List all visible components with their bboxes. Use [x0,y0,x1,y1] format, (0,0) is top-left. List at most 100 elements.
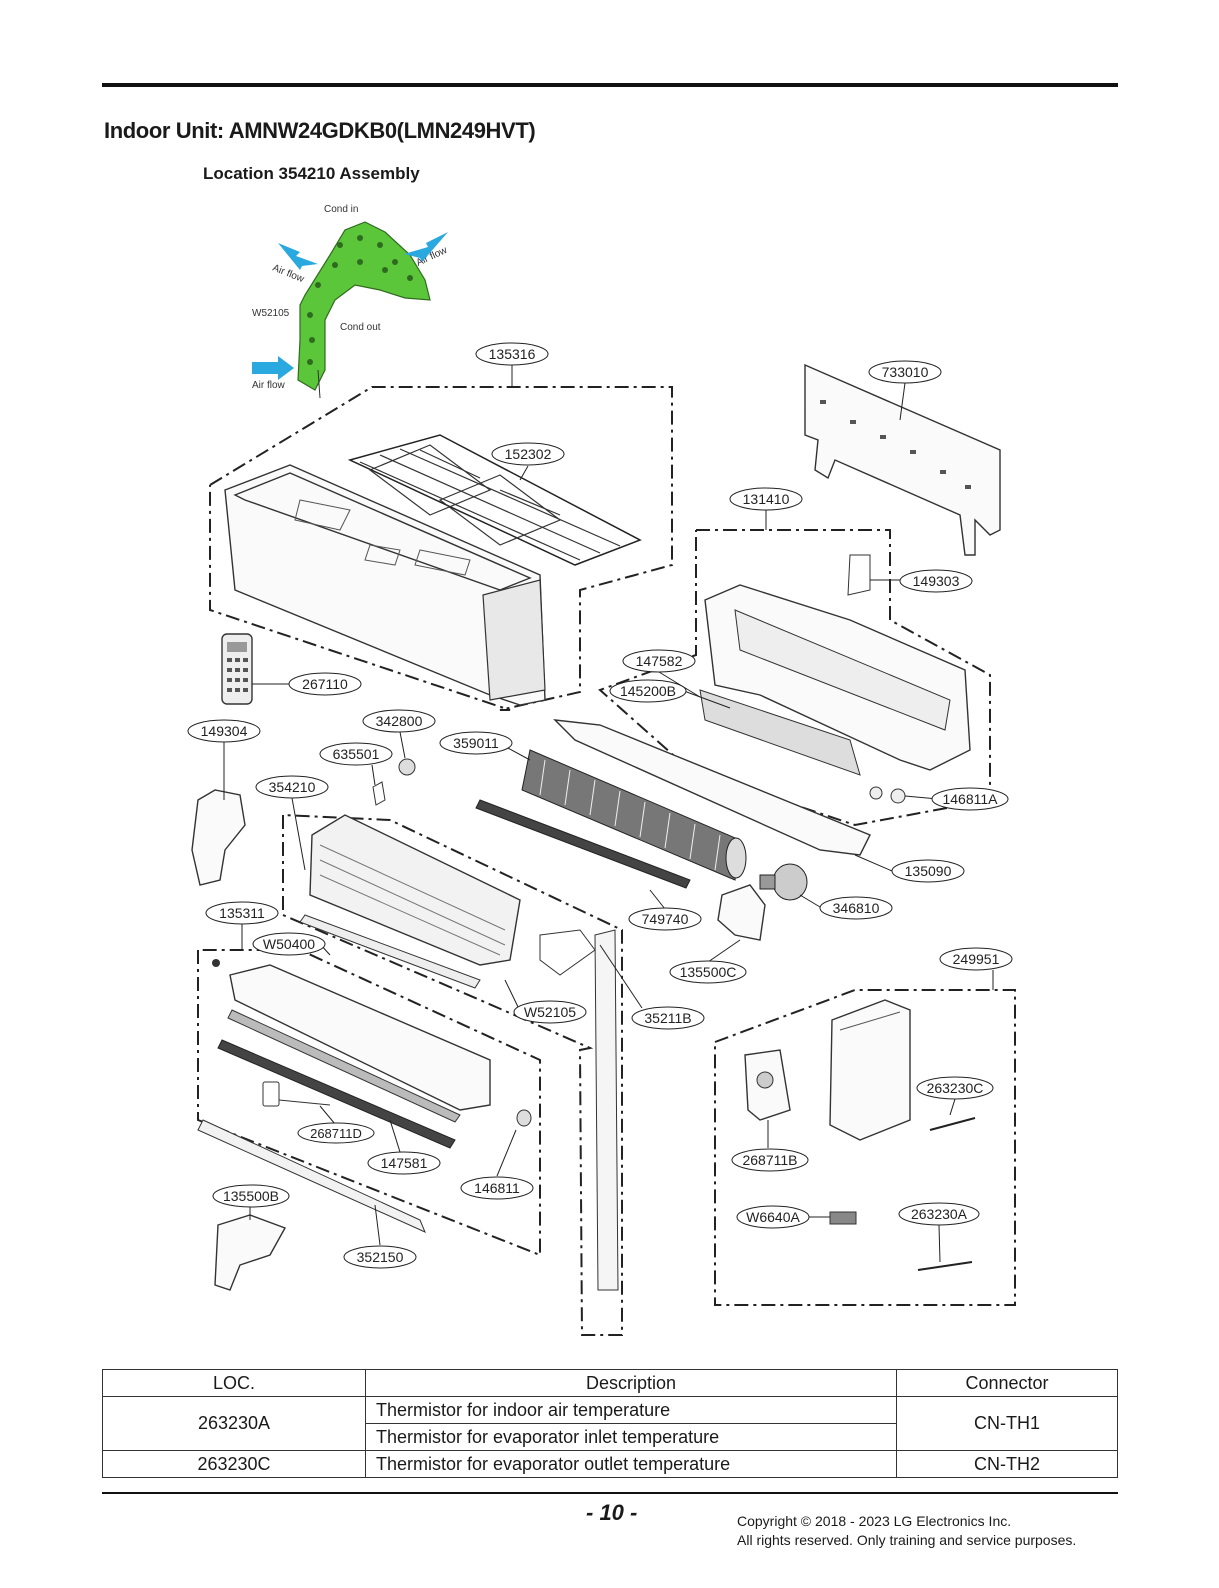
chassis-part [699,554,971,776]
cell-loc: 263230C [102,1450,366,1478]
bearing-part [398,758,416,776]
cell-connector: CN-TH2 [896,1450,1118,1478]
air-filter-part [347,434,642,566]
callout-268711B: 268711B [731,1148,809,1172]
svg-text:W50400: W50400 [263,936,315,952]
cond-out-label: Cond out [340,322,381,333]
svg-text:147582: 147582 [636,653,683,669]
callout-W50400: W50400 [252,932,326,956]
callout-354210: 354210 [255,775,329,799]
air-flow-arrow-right-icon [404,232,448,262]
svg-text:635501: 635501 [333,746,380,762]
svg-text:733010: 733010 [882,364,929,380]
callout-146811: 146811 [460,1176,534,1200]
cell-description: Thermistor for evaporator outlet tempera… [365,1450,897,1478]
svg-text:W6640A: W6640A [746,1209,800,1225]
svg-text:135311: 135311 [219,905,265,921]
page-number: - 10 - [586,1500,638,1525]
top-rule [102,83,1118,87]
callout-263230C: 263230C [916,1076,994,1100]
section-title: Location 354210 Assembly [203,164,420,183]
display-pcb-part [262,1081,331,1107]
side-holder-part [191,789,246,886]
callout-131410: 131410 [729,487,803,511]
callout-135316: 135316 [475,342,549,366]
svg-text:267110: 267110 [302,676,348,692]
control-box-part [744,999,976,1271]
drain-pan-part [197,959,491,1233]
callout-147581: 147581 [367,1151,441,1175]
air-flow-arrow-left-icon [278,243,318,270]
remote-control-part [221,633,253,705]
svg-text:342800: 342800 [376,713,423,729]
callout-359011: 359011 [439,731,513,755]
w52105-inset-label: W52105 [252,308,290,319]
svg-text:354210: 354210 [269,779,316,795]
step-motor-part [516,1109,532,1127]
table-row: 263230A Thermistor for indoor air temper… [102,1396,1118,1451]
callout-W6640A: W6640A [736,1205,810,1229]
callout-249951: 249951 [939,947,1013,971]
svg-text:145200B: 145200B [620,683,676,699]
connector-cap-part [869,786,906,804]
callout-135090: 135090 [891,859,965,883]
cell-connector: CN-TH1 [896,1396,1118,1451]
copyright-line-2: All rights reserved. Only training and s… [737,1532,1077,1548]
table-row: 263230C Thermistor for evaporator outlet… [102,1450,1118,1478]
svg-text:346810: 346810 [833,900,880,916]
svg-text:135500B: 135500B [223,1188,279,1204]
evaporator-inset: Cond in Cond out W52105 Air flow Air flo… [252,204,450,399]
header-connector: Connector [896,1369,1118,1397]
exploded-view-diagram: Cond in Cond out W52105 Air flow Air flo… [187,204,1016,1336]
callout-263230A: 263230A [898,1202,980,1226]
piping-part [539,929,619,1291]
air-flow-label-bottom: Air flow [252,380,286,391]
svg-text:152302: 152302 [505,446,552,462]
front-panel-part [224,464,546,706]
svg-text:135090: 135090 [905,863,952,879]
evaporator-part [299,814,521,989]
fan-motor-part [759,863,808,901]
callout-135500C: 135500C [669,960,747,984]
callout-135500B: 135500B [212,1184,290,1208]
callout-35211B: 35211B [631,1006,705,1030]
installation-plate-part [804,363,1001,556]
svg-text:149303: 149303 [913,573,960,589]
callout-268711D: 268711D [297,1122,375,1144]
svg-text:135316: 135316 [489,346,536,362]
cell-description: Thermistor for indoor air temperature [365,1396,897,1424]
side-bracket-part [214,1214,287,1291]
svg-text:352150: 352150 [357,1249,404,1265]
callout-749740: 749740 [628,907,702,931]
svg-text:249951: 249951 [953,951,1000,967]
discharge-louver-part [553,719,871,856]
callout-145200B: 145200B [609,679,687,703]
svg-text:131410: 131410 [743,491,790,507]
svg-text:147581: 147581 [381,1155,428,1171]
svg-text:146811: 146811 [474,1180,520,1196]
callout-147582: 147582 [622,649,696,673]
svg-text:W52105: W52105 [524,1004,576,1020]
air-flow-arrow-bottom-icon [252,356,294,380]
cell-loc: 263230A [102,1396,366,1451]
svg-text:135500C: 135500C [680,964,737,980]
callout-733010: 733010 [868,360,942,384]
copyright-line-1: Copyright © 2018 - 2023 LG Electronics I… [737,1513,1012,1529]
svg-text:263230A: 263230A [911,1206,968,1222]
callout-346810: 346810 [819,896,893,920]
callout-135311: 135311 [205,901,279,925]
callout-352150: 352150 [343,1245,417,1269]
svg-text:268711B: 268711B [742,1152,797,1168]
callout-267110: 267110 [288,672,362,696]
svg-text:263230C: 263230C [927,1080,984,1096]
svg-text:268711D: 268711D [310,1126,362,1141]
header-description: Description [365,1369,897,1397]
seal-strip-part [475,799,691,889]
svg-text:149304: 149304 [201,723,248,739]
table-header-row: LOC. Description Connector [102,1369,1118,1397]
callout-149303: 149303 [899,569,973,593]
cond-in-label: Cond in [324,204,358,215]
thermistor-location-table: LOC. Description Connector 263230A Therm… [102,1369,1118,1478]
page-title: Indoor Unit: AMNW24GDKB0(LMN249HVT) [104,118,536,143]
svg-text:35211B: 35211B [644,1010,691,1026]
